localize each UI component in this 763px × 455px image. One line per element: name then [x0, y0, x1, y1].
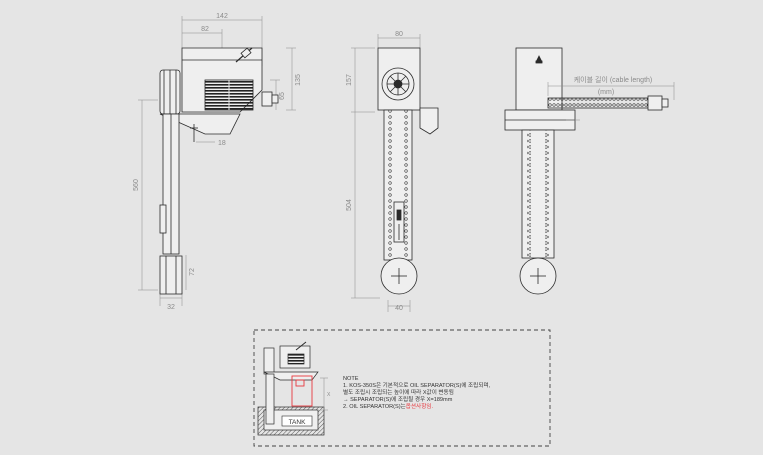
dim-head-height: 157 — [346, 74, 353, 86]
x-dimension-label: X — [327, 392, 331, 398]
note-line-4-option: 옵션사항임. — [406, 402, 434, 410]
side-view — [138, 16, 296, 306]
note-line-2: 별도 조립시 조립되는 높이에 따라 X값이 변동됨 — [343, 388, 454, 396]
front-view-dimensions: 80 157 504 40 — [346, 31, 403, 312]
note-line-4: 2. OIL SEPARATOR(S)는옵션사항임. — [343, 402, 433, 410]
dim-overall-width: 142 — [216, 13, 228, 20]
dim-motor-height: 135 — [295, 74, 302, 86]
front-view — [351, 34, 439, 312]
note-line-4-prefix: 2. OIL SEPARATOR(S)는 — [343, 403, 406, 410]
dim-top-width: 80 — [395, 31, 403, 38]
cable-length-unit: (mm) — [598, 89, 614, 96]
side-view-dimensions: 142 82 135 65 18 560 72 32 — [133, 13, 302, 311]
dim-bottom-width-front: 40 — [395, 305, 403, 312]
dim-belt-length: 560 — [133, 179, 140, 191]
dim-top-offset: 82 — [201, 26, 209, 33]
cable-length-label: 케이블 길이 (cable length) — [574, 75, 653, 84]
rear-view — [504, 47, 675, 295]
dim-flange-height: 65 — [279, 92, 286, 100]
rear-view-labels: 케이블 길이 (cable length) (mm) — [574, 75, 653, 96]
note-box: TANK X NOTE 1. KOS-350S은 기본적으로 OIL SEPAR… — [253, 329, 551, 447]
dim-body-height: 504 — [346, 199, 353, 211]
dim-tab-width: 18 — [218, 140, 226, 147]
tank-label: TANK — [289, 419, 307, 426]
note-title: NOTE — [343, 376, 359, 382]
dim-bottom-height: 72 — [189, 268, 196, 276]
dim-bottom-width: 32 — [167, 304, 175, 311]
note-line-1: 1. KOS-350S은 기본적으로 OIL SEPARATOR(S)에 조립되… — [343, 381, 491, 389]
note-line-3: → SEPARATOR(S)에 조립될 경우 X=189mm — [343, 395, 453, 403]
